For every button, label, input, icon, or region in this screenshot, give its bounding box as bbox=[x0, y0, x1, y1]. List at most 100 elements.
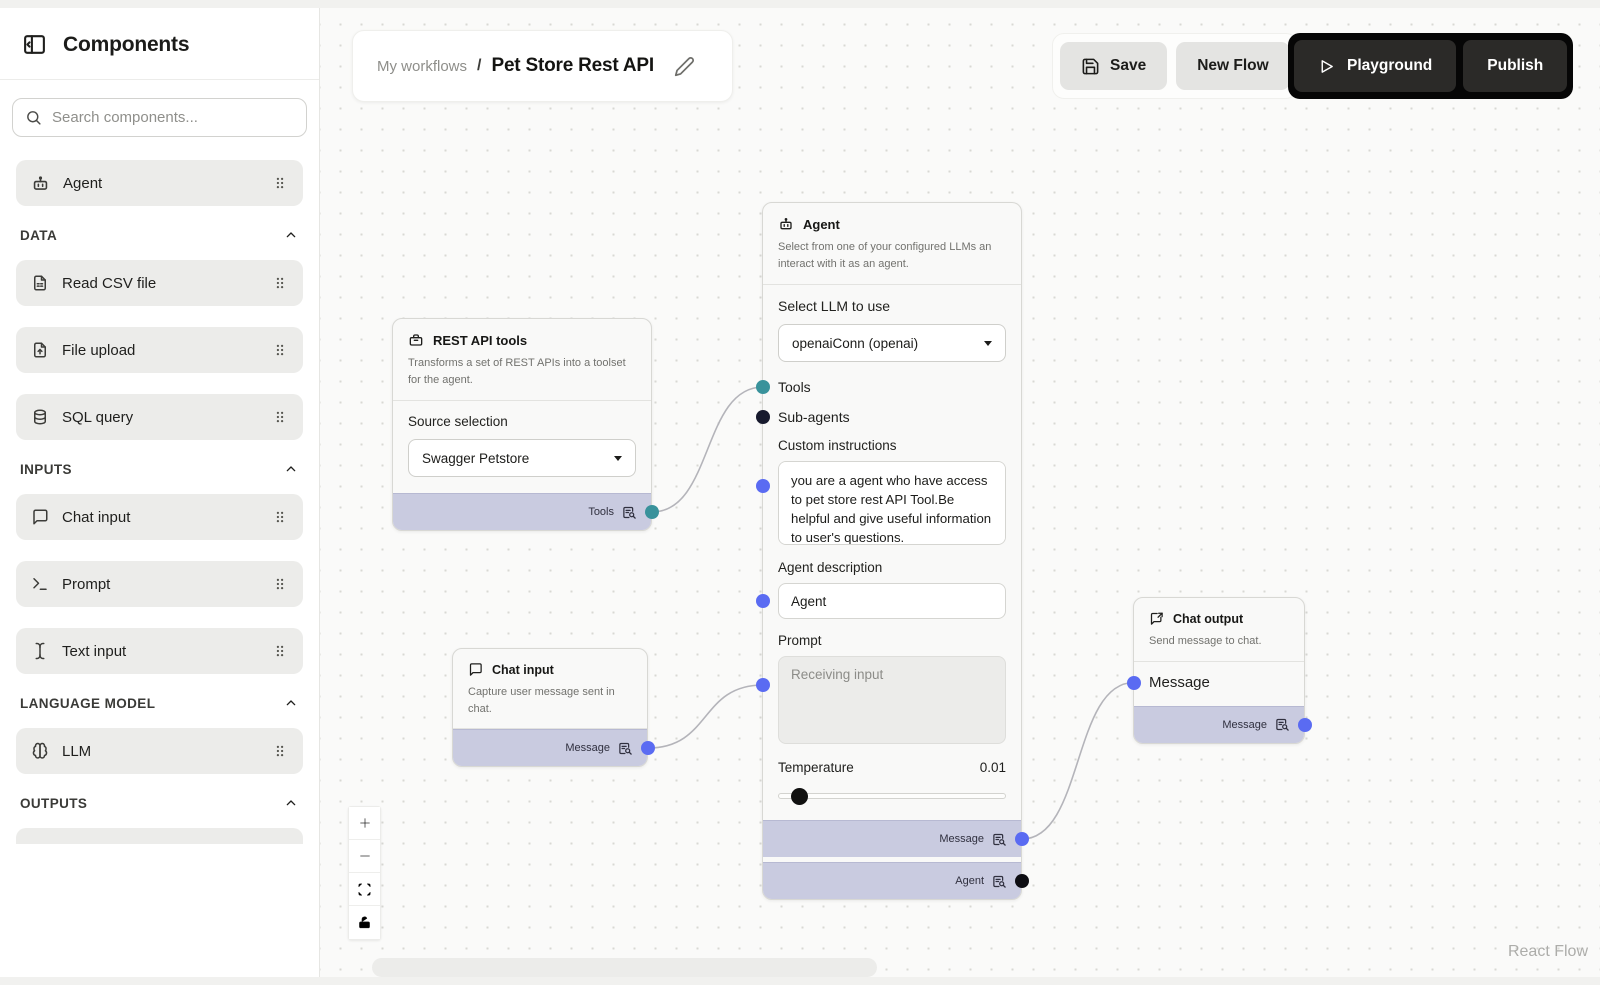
source-selection-dropdown[interactable]: Swagger Petstore bbox=[408, 439, 636, 477]
sidebar-item-sql-query[interactable]: SQL query bbox=[16, 394, 303, 440]
llm-dropdown[interactable]: openaiConn (openai) bbox=[778, 324, 1006, 362]
sidebar-title: Components bbox=[63, 32, 190, 56]
handle-custom-instructions-input[interactable] bbox=[756, 479, 770, 493]
handle-tools-output[interactable] bbox=[645, 505, 659, 519]
chevron-up-icon[interactable] bbox=[283, 795, 299, 811]
section-outputs[interactable]: OUTPUTS bbox=[20, 795, 299, 811]
handle-subagents-input[interactable] bbox=[756, 410, 770, 424]
drag-handle-icon[interactable] bbox=[271, 508, 289, 526]
playground-button[interactable]: Playground bbox=[1294, 40, 1457, 92]
drag-handle-icon[interactable] bbox=[271, 642, 289, 660]
agent-description-label: Agent description bbox=[778, 560, 883, 575]
slider-track[interactable] bbox=[778, 793, 1006, 799]
section-language-model[interactable]: LANGUAGE MODEL bbox=[20, 695, 299, 711]
breadcrumb: My workflows / Pet Store Rest API bbox=[352, 30, 733, 102]
custom-instructions-label: Custom instructions bbox=[778, 438, 897, 453]
drag-handle-icon[interactable] bbox=[271, 274, 289, 292]
chevron-down-icon bbox=[614, 455, 622, 461]
zoom-out-button[interactable] bbox=[349, 840, 380, 873]
components-sidebar: Components Agent DATA Read CSV file File… bbox=[0, 8, 320, 977]
handle-agent-description-input[interactable] bbox=[756, 594, 770, 608]
publish-button[interactable]: Publish bbox=[1463, 40, 1568, 92]
tools-output-row: Tools bbox=[393, 493, 659, 530]
section-inputs[interactable]: INPUTS bbox=[20, 461, 299, 477]
handle-prompt-input[interactable] bbox=[756, 678, 770, 692]
temperature-slider[interactable] bbox=[778, 788, 1006, 805]
toolbox-icon bbox=[408, 332, 424, 348]
chevron-down-icon bbox=[984, 340, 992, 346]
sidebar-item-file-upload[interactable]: File upload bbox=[16, 327, 303, 373]
message-output-row: Message bbox=[453, 729, 655, 766]
message-square-icon bbox=[468, 662, 483, 677]
sidebar-item-llm[interactable]: LLM bbox=[16, 728, 303, 774]
prompt-field[interactable]: Receiving input bbox=[778, 656, 1006, 744]
pencil-icon[interactable] bbox=[674, 56, 695, 77]
sidebar-item-agent[interactable]: Agent bbox=[16, 160, 303, 206]
inspect-output-icon[interactable] bbox=[992, 832, 1007, 847]
flow-actions-group: Save New Flow bbox=[1052, 33, 1298, 99]
node-chat-input[interactable]: Chat input Capture user message sent in … bbox=[452, 648, 655, 767]
handle-message-output[interactable] bbox=[1015, 832, 1029, 846]
chevron-up-icon[interactable] bbox=[283, 695, 299, 711]
llm-select-label: Select LLM to use bbox=[778, 298, 891, 314]
drag-handle-icon[interactable] bbox=[271, 341, 289, 359]
message-input-row: Message bbox=[1127, 670, 1289, 696]
slider-knob[interactable] bbox=[791, 788, 808, 805]
sidebar-header: Components bbox=[0, 8, 319, 80]
drag-handle-icon[interactable] bbox=[271, 575, 289, 593]
agent-description-input[interactable] bbox=[778, 583, 1006, 619]
drag-handle-icon[interactable] bbox=[271, 408, 289, 426]
new-flow-button[interactable]: New Flow bbox=[1176, 42, 1290, 90]
handle-tools-input[interactable] bbox=[756, 380, 770, 394]
node-header: Chat input Capture user message sent in … bbox=[453, 649, 647, 729]
sidebar-item-chat-input[interactable]: Chat input bbox=[16, 494, 303, 540]
handle-message-input[interactable] bbox=[1127, 675, 1141, 690]
section-data[interactable]: DATA bbox=[20, 227, 299, 243]
terminal-icon bbox=[31, 575, 49, 593]
panel-left-close-icon[interactable] bbox=[22, 32, 47, 57]
inspect-output-icon[interactable] bbox=[618, 741, 633, 756]
save-button[interactable]: Save bbox=[1060, 42, 1168, 90]
fit-view-button[interactable] bbox=[349, 873, 380, 906]
bot-icon bbox=[31, 174, 50, 193]
breadcrumb-separator: / bbox=[477, 57, 482, 74]
search-box[interactable] bbox=[12, 98, 307, 137]
chevron-up-icon[interactable] bbox=[283, 461, 299, 477]
node-chat-output[interactable]: Chat output Send message to chat. Messag… bbox=[1127, 597, 1312, 744]
play-icon bbox=[1318, 58, 1335, 75]
chevron-up-icon[interactable] bbox=[283, 227, 299, 243]
prompt-label: Prompt bbox=[778, 633, 822, 648]
drag-handle-icon[interactable] bbox=[271, 742, 289, 760]
sidebar-item-partial[interactable] bbox=[16, 828, 303, 844]
horizontal-scrollbar[interactable] bbox=[372, 958, 877, 977]
search-input[interactable] bbox=[52, 109, 294, 126]
temperature-value: 0.01 bbox=[979, 760, 1006, 775]
zoom-in-button[interactable] bbox=[349, 807, 380, 840]
inspect-output-icon[interactable] bbox=[622, 505, 637, 520]
handle-agent-output[interactable] bbox=[1015, 874, 1029, 888]
react-flow-attribution: React Flow bbox=[1507, 943, 1588, 960]
source-selection-label: Source selection bbox=[408, 414, 508, 429]
node-description: Transforms a set of REST APIs into a too… bbox=[408, 357, 626, 386]
inspect-output-icon[interactable] bbox=[992, 874, 1007, 889]
sidebar-item-text-input[interactable]: Text input bbox=[16, 628, 303, 674]
handle-message-output[interactable] bbox=[1298, 717, 1312, 732]
node-description: Select from one of your configured LLMs … bbox=[778, 241, 992, 270]
subagents-input-row: Sub-agents bbox=[756, 404, 1006, 430]
breadcrumb-parent-link[interactable]: My workflows bbox=[377, 57, 468, 75]
custom-instructions-textarea[interactable]: you are a agent who have access to pet s… bbox=[778, 461, 1006, 545]
node-header: REST API tools Transforms a set of REST … bbox=[393, 319, 651, 401]
node-agent[interactable]: Agent Select from one of your configured… bbox=[756, 202, 1029, 900]
agent-output-row: Agent bbox=[763, 862, 1029, 899]
file-spreadsheet-icon bbox=[31, 274, 49, 292]
node-header: Agent Select from one of your configured… bbox=[763, 203, 1021, 285]
sidebar-item-read-csv-file[interactable]: Read CSV file bbox=[16, 260, 303, 306]
prompt-placeholder: Receiving input bbox=[791, 667, 884, 682]
handle-message-output[interactable] bbox=[641, 741, 655, 755]
node-description: Capture user message sent in chat. bbox=[468, 686, 615, 715]
inspect-output-icon[interactable] bbox=[1275, 717, 1290, 732]
sidebar-item-prompt[interactable]: Prompt bbox=[16, 561, 303, 607]
lock-button[interactable] bbox=[349, 906, 380, 939]
node-rest-api-tools[interactable]: REST API tools Transforms a set of REST … bbox=[392, 318, 659, 531]
drag-handle-icon[interactable] bbox=[271, 174, 289, 192]
